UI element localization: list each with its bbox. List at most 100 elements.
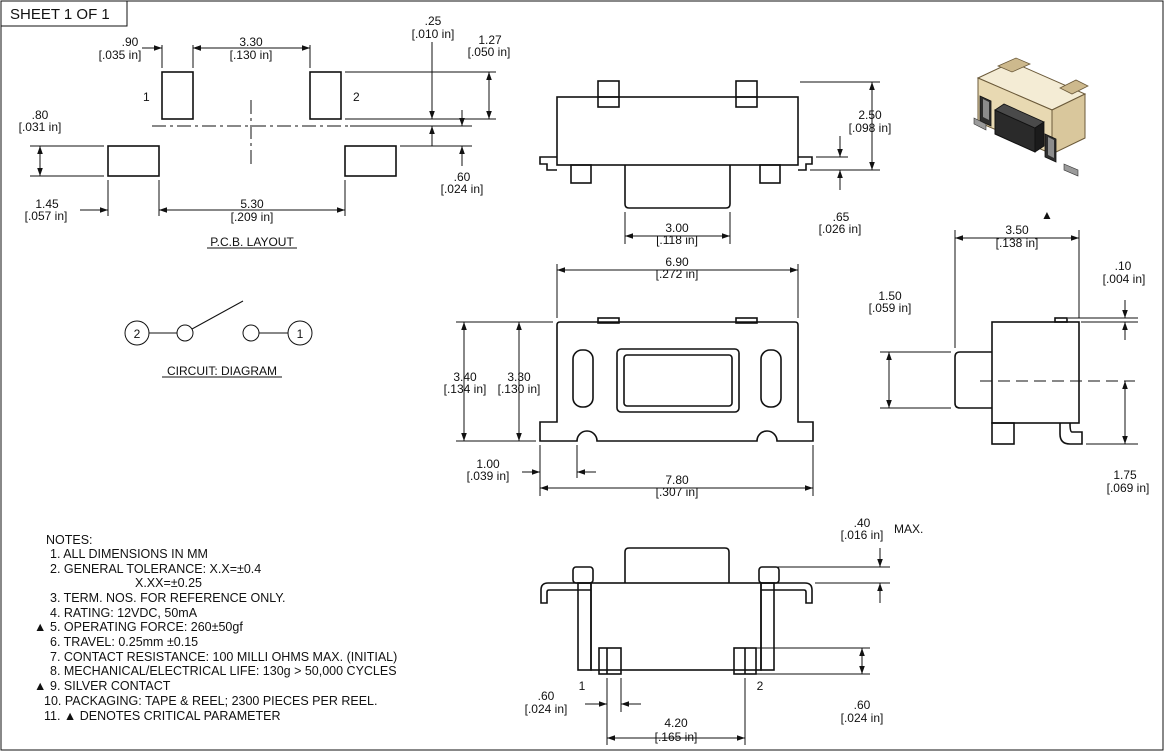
isometric-render: ▲ <box>973 57 1089 222</box>
dim-bottom-max-height-in: [.016 in] <box>841 528 884 542</box>
dim-front-height-in: [.098 in] <box>849 121 892 135</box>
bottom-pin-2-label: 2 <box>757 679 764 693</box>
dim-lower-pad-width-in: [.057 in] <box>25 209 68 223</box>
svg-text:6. TRAVEL: 0.25mm ±0.15: 6. TRAVEL: 0.25mm ±0.15 <box>50 635 198 649</box>
dim-top-outer-height: 3.40 <box>453 370 477 384</box>
svg-text:2. GENERAL TOLERANCE: X.X=±0.4: 2. GENERAL TOLERANCE: X.X=±0.4 <box>50 562 261 576</box>
dim-side-center-height: 1.75 <box>1113 468 1137 482</box>
dim-pad-height: 1.27 <box>478 33 502 47</box>
note-line: 10. PACKAGING: TAPE & REEL; 2300 PIECES … <box>44 694 377 708</box>
pcb-pin-2-label: 2 <box>353 90 360 104</box>
dim-lead-width-in: [.039 in] <box>467 469 510 483</box>
note-line: 2. GENERAL TOLERANCE: X.X=±0.4 <box>50 562 261 576</box>
dim-bottom-pitch-in: [.165 in] <box>655 730 698 744</box>
dim-bottom-max-label: MAX. <box>894 522 923 536</box>
svg-text:X.XX=±0.25: X.XX=±0.25 <box>135 576 202 590</box>
dim-bottom-max-height: .40 <box>854 516 871 530</box>
bottom-pin-1-label: 1 <box>579 679 586 693</box>
dim-side-actuator-height: 1.50 <box>878 289 902 303</box>
dim-bottom-pad-height: .60 <box>854 698 871 712</box>
front-view: 2.50 [.098 in] .65 [.026 in] 3.00 [.118 … <box>539 80 892 247</box>
note-line: X.XX=±0.25 <box>135 576 202 590</box>
circuit-diagram: 2 1 CIRCUIT: DIAGRAM <box>124 300 313 378</box>
svg-text:1. ALL DIMENSIONS IN MM: 1. ALL DIMENSIONS IN MM <box>50 547 208 561</box>
dim-pad-width-in: [.035 in] <box>99 48 142 62</box>
pad-lower-right <box>344 145 397 177</box>
svg-text:▲: ▲ <box>34 679 46 693</box>
note-line: ▲ 9. SILVER CONTACT <box>34 679 171 693</box>
note-line: 11. ▲ DENOTES CRITICAL PARAMETER <box>44 709 281 723</box>
dim-lower-pad-height: .80 <box>32 108 49 122</box>
dim-front-height: 2.50 <box>858 108 882 122</box>
note-line: 8. MECHANICAL/ELECTRICAL LIFE: 130g > 50… <box>50 664 397 678</box>
dim-top-width-in: [.272 in] <box>656 267 699 281</box>
critical-mark: ▲ <box>1041 208 1053 222</box>
circuit-title: CIRCUIT: DIAGRAM <box>167 364 277 378</box>
svg-text:4. RATING: 12VDC, 50mA: 4. RATING: 12VDC, 50mA <box>50 606 198 620</box>
dim-overall-width-in: [.307 in] <box>656 485 699 499</box>
dim-pad-gap-in: [.130 in] <box>230 48 273 62</box>
svg-text:▲: ▲ <box>34 620 46 634</box>
dim-lower-pad-width: 1.45 <box>35 197 59 211</box>
dim-pad-offset: .25 <box>425 14 442 28</box>
dim-side-tab: .10 <box>1115 259 1132 273</box>
pad-1-upper <box>161 71 194 120</box>
sheet-label-box <box>0 0 128 27</box>
dim-pad-offset-in: [.010 in] <box>412 27 455 41</box>
note-line: 6. TRAVEL: 0.25mm ±0.15 <box>50 635 198 649</box>
dim-bottom-pitch: 4.20 <box>664 716 688 730</box>
pcb-layout: 1 2 .90 [.035 in] 3.30 [.130 in] .25 [.0… <box>19 14 511 249</box>
dim-lower-gap-in: [.209 in] <box>231 210 274 224</box>
sheet-label: SHEET 1 OF 1 <box>10 6 110 23</box>
notes-block: NOTES: 1. ALL DIMENSIONS IN MM 2. GENERA… <box>34 533 397 723</box>
dim-bottom-pad-width-in: [.024 in] <box>525 702 568 716</box>
dim-front-leg-in: [.026 in] <box>819 222 862 236</box>
svg-text:5. OPERATING FORCE: 260±50gf: 5. OPERATING FORCE: 260±50gf <box>50 620 243 634</box>
svg-text:11. ▲ DENOTES CRITICAL PARAMET: 11. ▲ DENOTES CRITICAL PARAMETER <box>44 709 281 723</box>
dim-pad-gap: 3.30 <box>239 35 263 49</box>
dim-actuator-width: 3.00 <box>665 221 689 235</box>
dim-top-inner-height: 3.30 <box>507 370 531 384</box>
dim-bottom-pad-height-in: [.024 in] <box>841 711 884 725</box>
pad-2-upper <box>309 71 342 120</box>
dim-pad-width: .90 <box>122 35 139 49</box>
dim-actuator-width-in: [.118 in] <box>656 233 698 247</box>
note-line: 1. ALL DIMENSIONS IN MM <box>50 547 208 561</box>
note-line: 3. TERM. NOS. FOR REFERENCE ONLY. <box>50 591 285 605</box>
svg-text:3. TERM. NOS. FOR REFERENCE ON: 3. TERM. NOS. FOR REFERENCE ONLY. <box>50 591 285 605</box>
dim-pad-height-in: [.050 in] <box>468 45 511 59</box>
side-view: 3.50 [.138 in] .10 [.004 in] 1.50 [.059 … <box>869 223 1150 495</box>
note-line: ▲ 5. OPERATING FORCE: 260±50gf <box>34 620 243 634</box>
svg-text:10. PACKAGING: TAPE & REEL; 23: 10. PACKAGING: TAPE & REEL; 2300 PIECES … <box>44 694 377 708</box>
dim-lead-width: 1.00 <box>476 457 500 471</box>
dim-overall-width: 7.80 <box>665 473 689 487</box>
dim-lower-pad-height-in: [.031 in] <box>19 120 62 134</box>
circuit-node-2: 2 <box>134 327 141 341</box>
dim-side-depth-in: [.138 in] <box>996 236 1039 250</box>
dim-side-center-height-in: [.069 in] <box>1107 481 1150 495</box>
svg-text:8. MECHANICAL/ELECTRICAL LIFE:: 8. MECHANICAL/ELECTRICAL LIFE: 130g > 50… <box>50 664 397 678</box>
dim-lower-gap: 5.30 <box>240 197 264 211</box>
pad-lower-left <box>107 145 160 177</box>
note-line: 7. CONTACT RESISTANCE: 100 MILLI OHMS MA… <box>50 650 397 664</box>
dim-top-inner-height-in: [.130 in] <box>498 382 541 396</box>
bottom-view: 1 2 .40 [.016 in] MAX. .60 [.024 in] .60… <box>525 516 923 745</box>
svg-text:7. CONTACT RESISTANCE: 100 MIL: 7. CONTACT RESISTANCE: 100 MILLI OHMS MA… <box>50 650 397 664</box>
top-view: 6.90 [.272 in] 3.40 [.134 in] 3.30 [.130… <box>444 255 814 499</box>
circuit-node-1: 1 <box>297 327 304 341</box>
dim-lower-pad-offset-in: [.024 in] <box>441 182 484 196</box>
dim-lower-pad-offset: .60 <box>454 170 471 184</box>
dim-side-actuator-height-in: [.059 in] <box>869 301 912 315</box>
pcb-layout-title: P.C.B. LAYOUT <box>210 235 294 249</box>
dim-side-tab-in: [.004 in] <box>1103 272 1146 286</box>
dim-top-width: 6.90 <box>665 255 689 269</box>
notes-heading: NOTES: <box>46 533 93 547</box>
svg-text:9. SILVER CONTACT: 9. SILVER CONTACT <box>50 679 171 693</box>
dim-front-leg: .65 <box>833 210 850 224</box>
dim-top-outer-height-in: [.134 in] <box>444 382 487 396</box>
dim-side-depth: 3.50 <box>1005 223 1029 237</box>
dim-bottom-pad-width: .60 <box>538 689 555 703</box>
pcb-pin-1-label: 1 <box>143 90 150 104</box>
